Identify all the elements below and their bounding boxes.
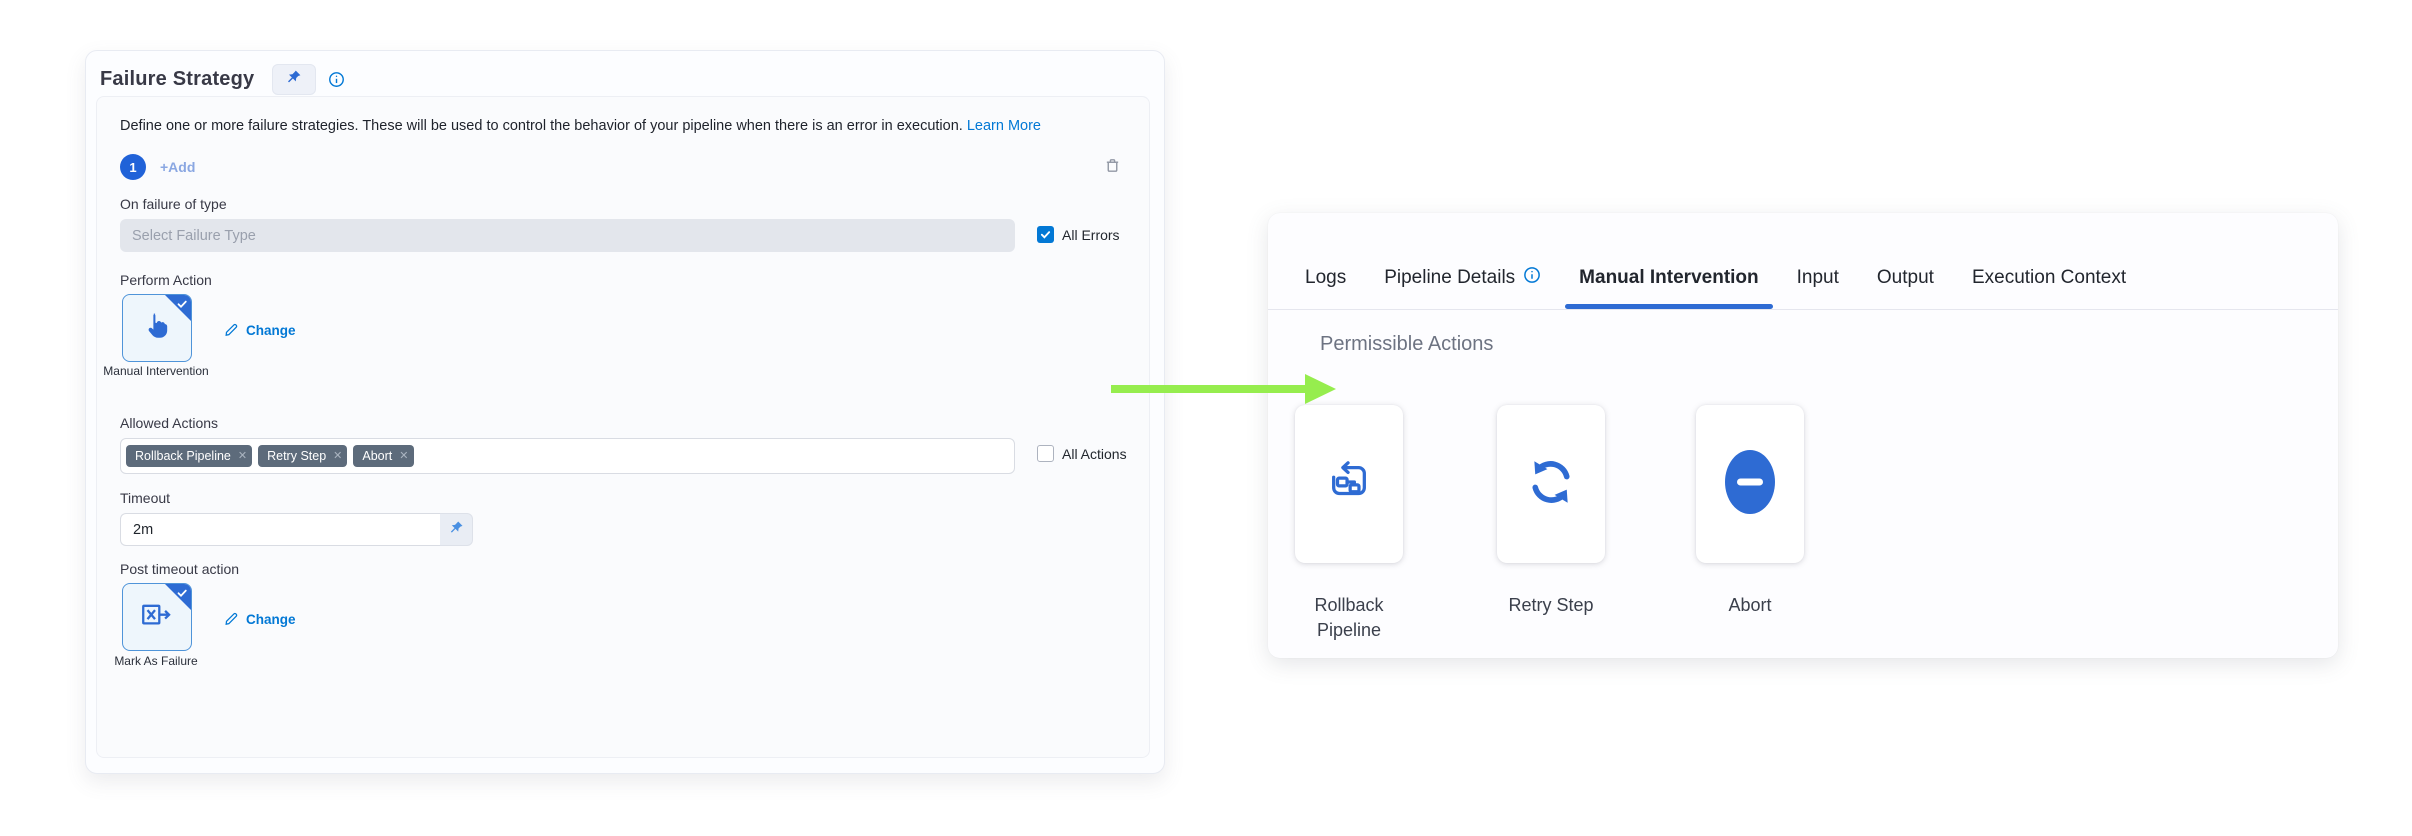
learn-more-link[interactable]: Learn More (966, 118, 1041, 134)
perform-action-name: Manual Intervention (103, 364, 209, 378)
failure-type-select[interactable] (120, 219, 1015, 252)
tab-pipeline-details[interactable]: Pipeline Details (1384, 247, 1541, 309)
pin-icon (286, 69, 302, 90)
perform-action-label: Perform Action (120, 272, 212, 288)
rollback-pipeline-card[interactable] (1295, 405, 1403, 563)
rollback-pipeline-label: Rollback Pipeline (1314, 595, 1384, 641)
failure-strategy-form: Define one or more failure strategies. T… (96, 96, 1150, 758)
remove-chip-icon[interactable]: ✕ (399, 449, 409, 462)
tab-output[interactable]: Output (1876, 267, 1934, 288)
chip-rollback-pipeline: Rollback Pipeline ✕ (126, 445, 253, 467)
all-actions-checkbox[interactable] (1037, 445, 1054, 462)
abort-card[interactable] (1696, 405, 1804, 563)
timeout-label: Timeout (120, 490, 171, 506)
chip-abort: Abort ✕ (353, 445, 414, 467)
post-timeout-label: Post timeout action (120, 561, 240, 577)
pin-icon (449, 520, 464, 540)
green-arrow (1111, 374, 1336, 404)
delete-strategy-button[interactable] (1104, 157, 1121, 179)
retry-step-card[interactable] (1497, 405, 1605, 563)
all-actions-checkbox-group[interactable]: All Actions (1037, 445, 1127, 462)
pencil-icon (224, 321, 239, 339)
timeout-input[interactable] (120, 513, 440, 546)
pin-button[interactable] (272, 63, 317, 95)
all-actions-label: All Actions (1062, 445, 1127, 462)
strategy-1-badge[interactable]: 1 (120, 154, 146, 180)
failure-strategy-header: Failure Strategy (100, 63, 345, 95)
check-icon (176, 297, 188, 315)
rollback-pipeline-icon (1326, 459, 1372, 510)
remove-chip-icon[interactable]: ✕ (333, 449, 343, 462)
timeout-input-group (120, 513, 473, 546)
description-text: Define one or more failure strategies. T… (120, 118, 1041, 134)
mark-as-failure-icon (140, 602, 174, 633)
abort-label: Abort (1728, 595, 1772, 615)
info-icon[interactable] (1523, 266, 1541, 290)
manual-intervention-panel: Logs Pipeline Details Manual Interventio… (1268, 213, 2338, 658)
mark-as-failure-tile[interactable] (122, 583, 192, 651)
chip-retry-step: Retry Step ✕ (258, 445, 348, 467)
manual-intervention-tile[interactable] (122, 294, 192, 362)
all-errors-checkbox[interactable] (1037, 226, 1054, 243)
add-strategy-button[interactable]: +Add (160, 159, 196, 175)
info-icon[interactable] (328, 71, 345, 88)
tab-execution-context[interactable]: Execution Context (1971, 267, 2127, 288)
trash-icon (1104, 159, 1121, 178)
all-errors-label: All Errors (1062, 226, 1120, 243)
change-perform-action-button[interactable]: Change (224, 321, 296, 339)
permissible-actions-section: Permissible Actions (1268, 310, 2338, 657)
selected-corner (165, 295, 191, 321)
pencil-icon (224, 610, 239, 628)
timeout-pin-button[interactable] (440, 513, 473, 546)
post-timeout-action-name: Mark As Failure (114, 654, 198, 668)
panel-title: Failure Strategy (100, 67, 255, 90)
tab-input[interactable]: Input (1796, 267, 1839, 288)
failure-strategy-panel: Failure Strategy Define one or more fail… (85, 50, 1165, 774)
all-errors-checkbox-group[interactable]: All Errors (1037, 226, 1120, 243)
change-post-timeout-action-button[interactable]: Change (224, 610, 296, 628)
retry-icon (1524, 455, 1578, 514)
check-icon (176, 586, 188, 604)
manual-intervention-icon (142, 310, 172, 347)
selected-corner (165, 584, 191, 610)
remove-chip-icon[interactable]: ✕ (237, 449, 248, 462)
details-tabbar: Logs Pipeline Details Manual Interventio… (1268, 213, 2338, 310)
retry-step-label: Retry Step (1508, 595, 1594, 615)
allowed-actions-input[interactable]: Rollback Pipeline ✕ Retry Step ✕ Abort ✕ (120, 438, 1015, 474)
allowed-actions-label: Allowed Actions (120, 415, 219, 431)
strategy-tabs-row: 1 +Add (120, 154, 195, 180)
permissible-actions-heading: Permissible Actions (1320, 333, 1494, 355)
on-failure-label: On failure of type (120, 196, 227, 212)
tab-logs[interactable]: Logs (1305, 267, 1347, 288)
abort-icon (1724, 449, 1776, 520)
tab-manual-intervention[interactable]: Manual Intervention (1565, 247, 1774, 309)
